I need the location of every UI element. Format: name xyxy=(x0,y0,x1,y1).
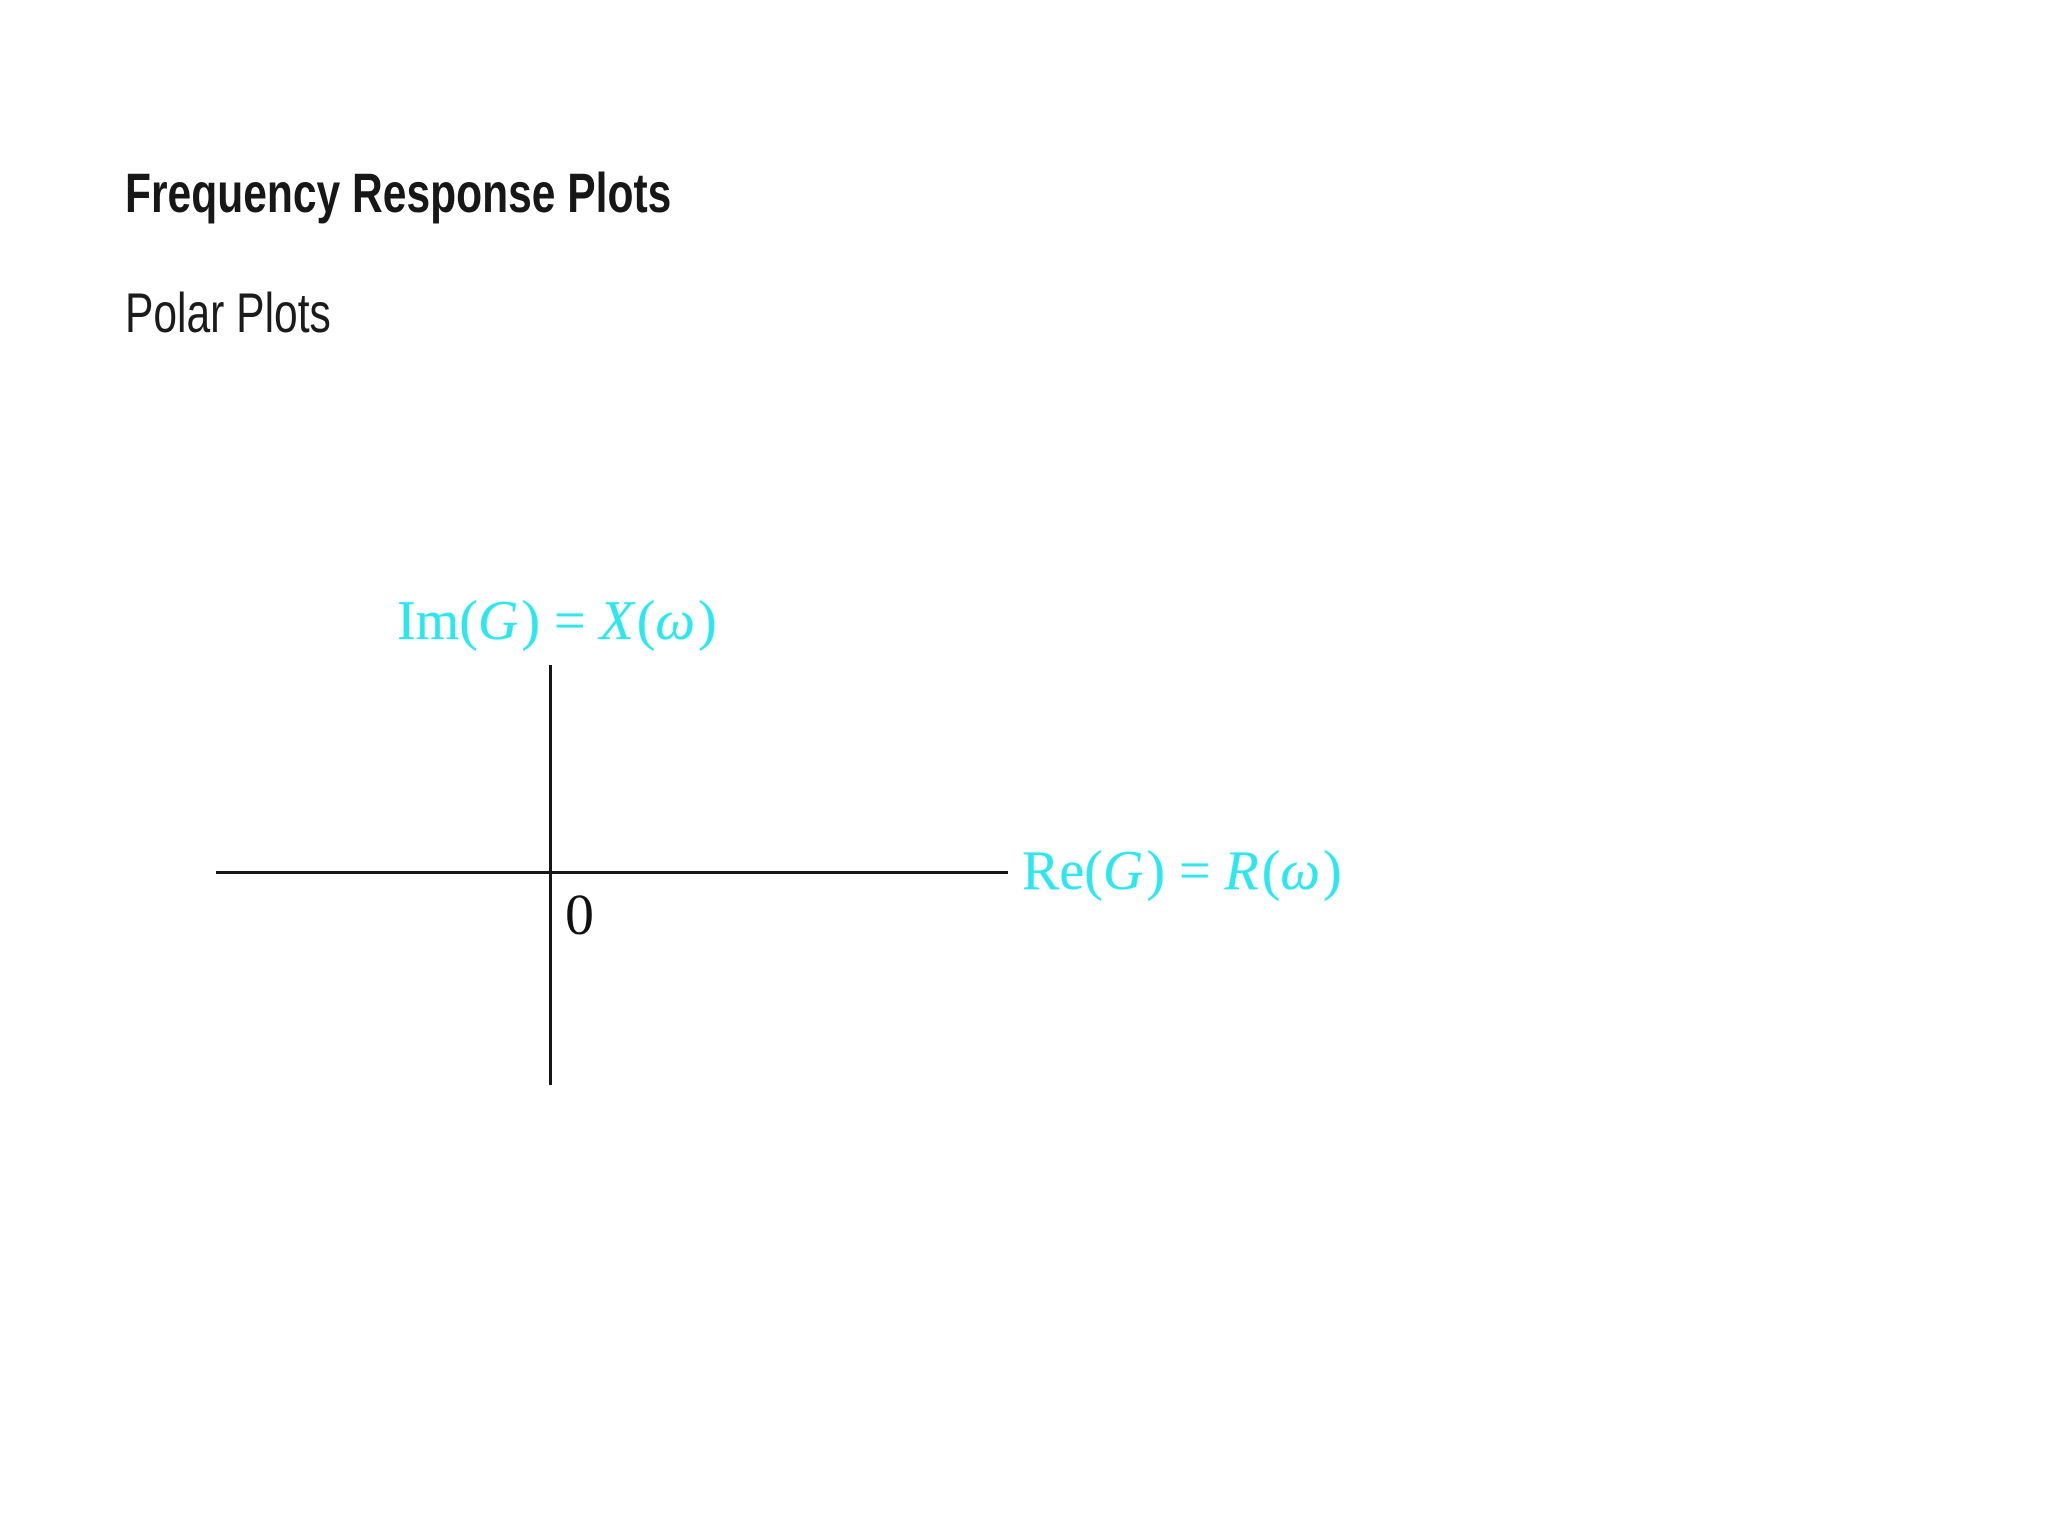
real-axis-label: Re(G) = R(ω) xyxy=(1022,843,1342,899)
label-segment: ) xyxy=(1322,840,1342,902)
label-segment: ( xyxy=(1261,840,1281,902)
imaginary-axis-label: Im(G) = X(ω) xyxy=(397,593,717,649)
label-segment: Im( xyxy=(397,590,478,652)
label-segment: ) xyxy=(697,590,717,652)
label-segment: Re( xyxy=(1022,840,1103,902)
slide-subtitle: Polar Plots xyxy=(125,281,331,344)
real-axis-line xyxy=(216,871,1008,874)
label-segment: ω xyxy=(1280,840,1320,902)
label-segment: ) = xyxy=(1146,840,1225,902)
label-segment: ω xyxy=(655,590,695,652)
label-segment: R xyxy=(1224,840,1259,902)
imaginary-axis-line xyxy=(549,665,552,1085)
label-segment: ) = xyxy=(521,590,600,652)
origin-label: 0 xyxy=(565,882,594,947)
label-segment: X xyxy=(599,590,634,652)
label-segment: ( xyxy=(636,590,656,652)
label-segment: G xyxy=(1102,840,1144,902)
slide-title: Frequency Response Plots xyxy=(125,161,672,224)
label-segment: G xyxy=(477,590,519,652)
